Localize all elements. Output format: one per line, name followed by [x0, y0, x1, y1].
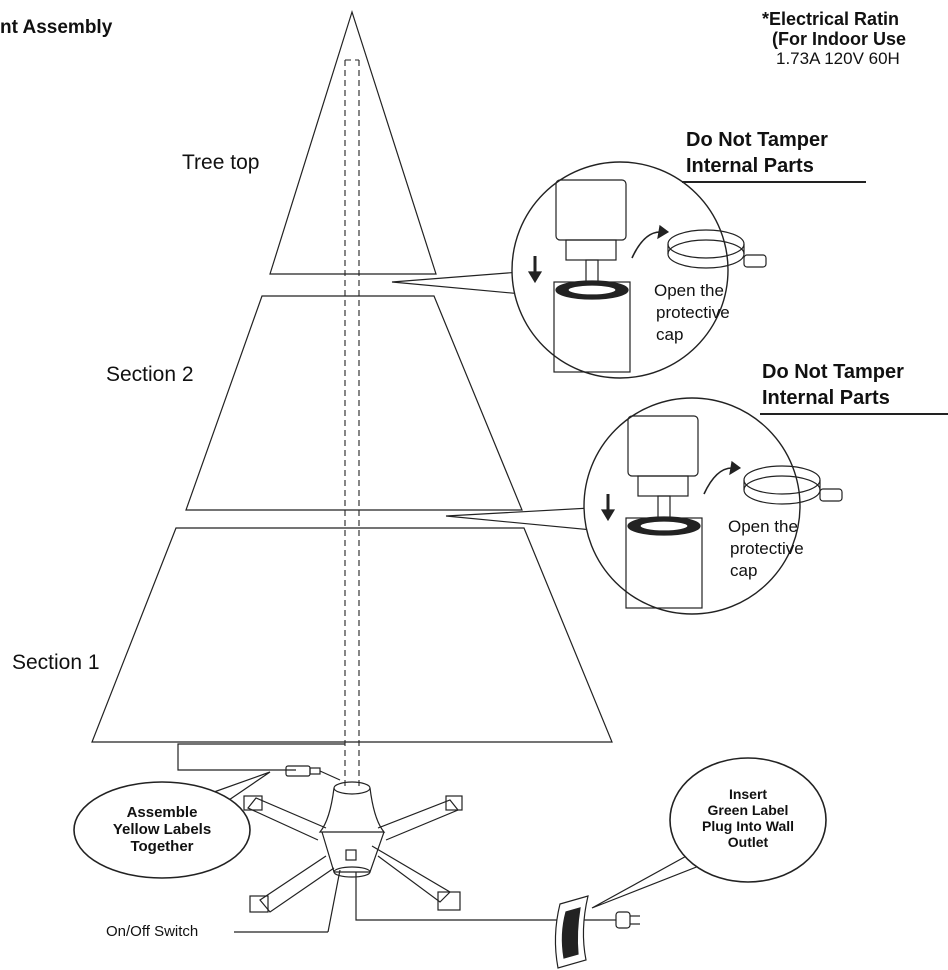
tree-section-1: [91, 527, 613, 743]
yellow-bubble-line3: Together: [130, 838, 194, 855]
cap-top-line3: cap: [656, 325, 684, 344]
electrical-rating-indoor: (For Indoor Use: [772, 29, 906, 49]
power-cord: [355, 872, 600, 921]
cap-top-line2: protective: [656, 303, 730, 322]
tree-section-2: [185, 295, 523, 511]
cap-mid-line2: protective: [730, 539, 804, 558]
wall-outlet: [554, 895, 589, 969]
tree-top-section: [269, 10, 437, 275]
warning-top-line1: Do Not Tamper: [686, 129, 828, 151]
yellow-bubble-line1: Assemble: [126, 804, 198, 821]
cap-mid-line3: cap: [730, 561, 758, 580]
label-section-2: Section 2: [106, 363, 194, 386]
yellow-label-plug: [285, 765, 341, 781]
green-bubble-line1: Insert: [728, 786, 768, 802]
yellow-bubble: [73, 781, 251, 879]
green-bubble-line2: Green Label: [707, 802, 789, 818]
yellow-bubble-tail: [213, 771, 271, 803]
center-pole: [344, 59, 360, 790]
green-bubble-line4: Outlet: [727, 834, 769, 850]
on-off-switch-label: On/Off Switch: [106, 923, 199, 940]
electrical-rating-values: 1.73A 120V 60H: [776, 49, 900, 68]
warning-mid-line2: Internal Parts: [762, 387, 890, 409]
cap-top-line1: Open the: [654, 281, 724, 300]
label-tree-top: Tree top: [182, 151, 260, 174]
page-title: nt Assembly: [0, 17, 113, 38]
yellow-bubble-text: Assemble Yellow Labels Together: [92, 804, 232, 855]
green-bubble: [669, 757, 827, 883]
electrical-rating-title: *Electrical Ratin: [762, 9, 900, 29]
yellow-bubble-line2: Yellow Labels: [112, 821, 212, 838]
callout-pointer-mid: [445, 507, 593, 531]
label-section-1: Section 1: [12, 651, 100, 674]
zoom-circle-mid: [583, 397, 801, 615]
section1-wire: [177, 743, 345, 771]
connector-detail-top: [527, 179, 767, 373]
zoom-circle-top: [511, 161, 729, 379]
warning-top-line2: Internal Parts: [686, 155, 814, 177]
tree-stand: [243, 781, 463, 913]
green-label-plug: [600, 911, 640, 929]
warning-mid-line1: Do Not Tamper: [762, 361, 904, 383]
cap-mid-line1: Open the: [728, 517, 798, 536]
green-bubble-line3: Plug Into Wall: [701, 818, 795, 834]
connector-detail-mid: [600, 415, 843, 609]
green-bubble-text: Insert Green Label Plug Into Wall Outlet: [688, 786, 808, 850]
callout-pointer-top: [391, 271, 523, 295]
